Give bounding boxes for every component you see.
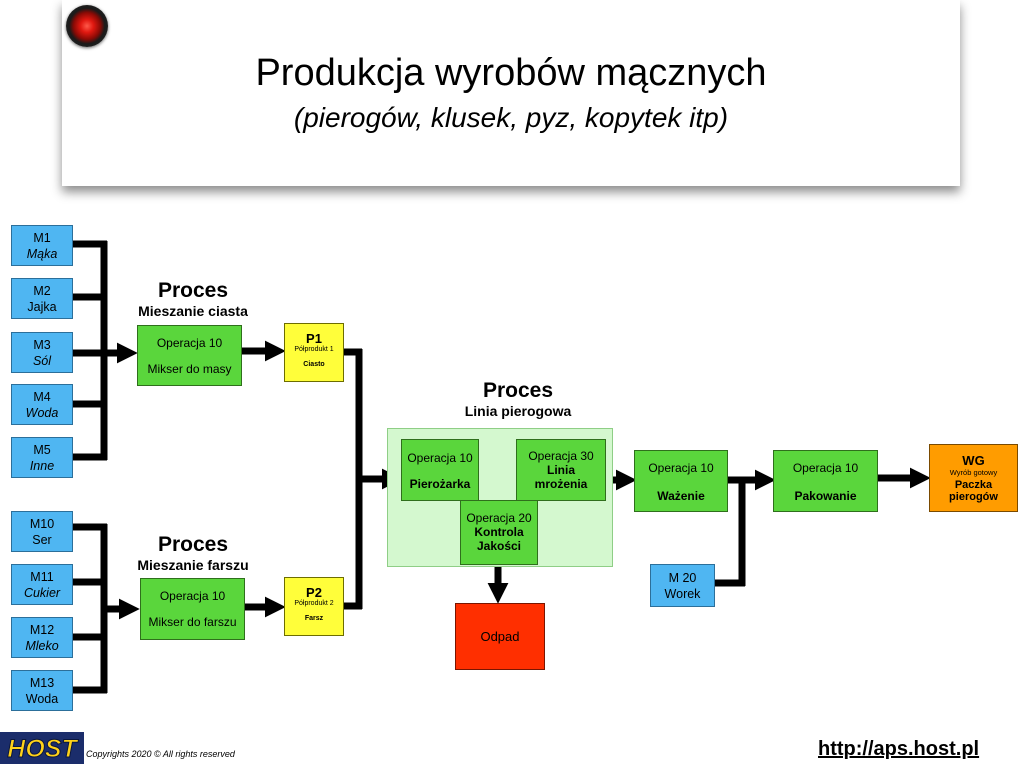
material-code: M3 (33, 337, 51, 352)
page-title: Produkcja wyrobów mącznych (255, 52, 767, 94)
finished-good-type: Wyrób gotowy (949, 468, 998, 477)
semi-product-type: Półprodukt 1 (294, 346, 334, 353)
operation-number: Operacja 20 (466, 511, 532, 525)
material-code: M12 (29, 622, 55, 637)
material-code: M5 (33, 442, 51, 457)
operation-dough-mixer: Operacja 10 Mikser do masy (137, 325, 242, 386)
finished-good-name: Paczka pierogów (949, 479, 998, 503)
operation-freezing-line: Operacja 30 Linia mrożenia (516, 439, 606, 501)
website-link[interactable]: http://aps.host.pl (818, 738, 980, 760)
operation-name: Mikser do masy (147, 362, 232, 376)
operation-name: Kontrola Jakości (474, 525, 524, 553)
material-m13: M13 Woda (11, 670, 73, 711)
operation-weighing: Operacja 10 Ważenie (634, 450, 728, 512)
material-m3: M3 Sól (11, 332, 73, 373)
operation-name: Ważenie (657, 489, 705, 503)
material-name: Ser (32, 532, 52, 547)
operation-number: Operacja 10 (648, 461, 714, 475)
waste-label: Odpad (480, 629, 520, 644)
process-name: Mieszanie ciasta (138, 303, 248, 319)
copyright-text: Copyrights 2020 © All rights reserved (86, 749, 235, 759)
logo-text: HOST (7, 735, 79, 763)
operation-number: Operacja 10 (156, 336, 223, 350)
material-m20: M 20 Worek (650, 564, 715, 607)
process-name: Mieszanie farszu (137, 557, 249, 573)
red-eye-logo-icon (66, 5, 108, 47)
material-m11: M11 Cukier (11, 564, 73, 605)
material-name: Mleko (25, 638, 59, 653)
material-code: M 20 (668, 570, 697, 585)
operation-quality-control: Operacja 20 Kontrola Jakości (460, 500, 538, 565)
process-heading: Proces (482, 379, 554, 402)
material-name: Worek (664, 586, 701, 601)
operation-packing: Operacja 10 Pakowanie (773, 450, 878, 512)
process-line-label: Proces Linia pierogowa (418, 379, 618, 419)
process-name: Linia pierogowa (464, 403, 572, 419)
material-m2: M2 Jajka (11, 278, 73, 319)
process-heading: Proces (157, 533, 229, 556)
material-name: Jajka (27, 299, 57, 314)
material-name: Mąka (26, 246, 58, 261)
semi-product-type: Półprodukt 2 (294, 600, 334, 607)
title-banner (62, 0, 960, 186)
material-name: Woda (25, 691, 59, 706)
material-name: Cukier (23, 585, 61, 600)
operation-number: Operacja 30 (528, 449, 594, 463)
host-logo: HOST (0, 732, 84, 764)
process-filling-label: Proces Mieszanie farszu (113, 533, 273, 573)
waste-box: Odpad (455, 603, 545, 670)
operation-pierogi-maker: Operacja 10 Pierożarka (401, 439, 479, 501)
page-subtitle: (pierogów, klusek, pyz, kopytek itp) (293, 102, 729, 133)
material-code: M4 (33, 389, 51, 404)
material-name: Sól (32, 353, 52, 368)
material-code: M2 (33, 283, 51, 298)
operation-number: Operacja 10 (159, 589, 226, 603)
material-m10: M10 Ser (11, 511, 73, 552)
material-code: M1 (33, 230, 51, 245)
finished-good-wg: WG Wyrób gotowy Paczka pierogów (929, 444, 1018, 512)
semi-product-name: Farsz (304, 615, 324, 622)
material-m12: M12 Mleko (11, 617, 73, 658)
operation-name: Linia mrożenia (534, 463, 588, 491)
operation-number: Operacja 10 (407, 451, 473, 465)
material-m5: M5 Inne (11, 437, 73, 478)
operation-name: Pakowanie (794, 489, 857, 503)
semi-product-name: Ciasto (303, 361, 325, 368)
semi-product-code: P1 (306, 331, 322, 346)
operation-number: Operacja 10 (792, 461, 859, 475)
material-m1: M1 Mąka (11, 225, 73, 266)
semi-product-p2: P2 Półprodukt 2 Farsz (284, 577, 344, 636)
finished-good-code: WG (962, 453, 985, 468)
operation-name: Mikser do farszu (148, 615, 237, 629)
material-code: M13 (29, 675, 55, 690)
material-name: Inne (29, 458, 55, 473)
semi-product-p1: P1 Półprodukt 1 Ciasto (284, 323, 344, 382)
operation-filling-mixer: Operacja 10 Mikser do farszu (140, 578, 245, 640)
material-m4: M4 Woda (11, 384, 73, 425)
material-code: M10 (29, 516, 55, 531)
process-heading: Proces (157, 279, 229, 302)
material-code: M11 (30, 569, 54, 584)
semi-product-code: P2 (306, 585, 322, 600)
operation-name: Pierożarka (409, 477, 471, 491)
material-name: Woda (25, 405, 59, 420)
process-dough-label: Proces Mieszanie ciasta (113, 279, 273, 319)
